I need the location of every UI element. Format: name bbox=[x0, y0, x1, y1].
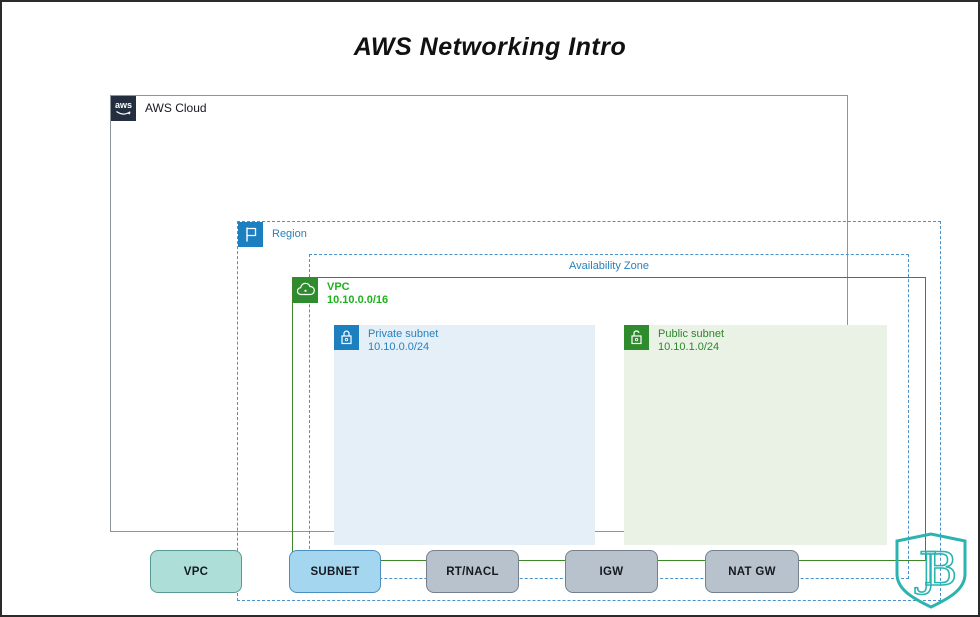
private-subnet-lock-icon bbox=[334, 325, 359, 350]
public-subnet-cidr: 10.10.1.0/24 bbox=[658, 341, 720, 353]
vpc-cloud-icon bbox=[293, 278, 318, 303]
svg-text:aws: aws bbox=[115, 100, 132, 110]
igw-button[interactable]: IGW bbox=[565, 550, 658, 593]
private-subnet-header: Private subnet 10.10.0.0/24 bbox=[334, 325, 438, 354]
aws-cloud-container: aws AWS Cloud Region Availabil bbox=[110, 95, 941, 601]
aws-cloud-label: AWS Cloud bbox=[145, 101, 207, 115]
aws-cloud-header: aws AWS Cloud bbox=[111, 96, 207, 121]
brand-shield-logo: JB bbox=[893, 529, 969, 611]
public-subnet-labels: Public subnet 10.10.1.0/24 bbox=[658, 325, 724, 354]
subnet-button[interactable]: SUBNET bbox=[289, 550, 381, 593]
region-container: Region bbox=[237, 221, 941, 601]
vpc-label: VPC bbox=[327, 281, 350, 293]
shield-outline-icon bbox=[895, 532, 967, 609]
region-flag-icon bbox=[238, 222, 263, 247]
vpc-labels: VPC 10.10.0.0/16 bbox=[327, 278, 388, 307]
vpc-cidr: 10.10.0.0/16 bbox=[327, 294, 389, 306]
rt-nacl-button[interactable]: RT/NACL bbox=[426, 550, 519, 593]
region-label: Region bbox=[272, 228, 307, 240]
logo-monogram: JB bbox=[915, 542, 954, 596]
public-subnet-container: Public subnet 10.10.1.0/24 bbox=[624, 325, 887, 545]
private-subnet-labels: Private subnet 10.10.0.0/24 bbox=[368, 325, 438, 354]
nat-gw-button[interactable]: NAT GW bbox=[705, 550, 799, 593]
private-subnet-label: Private subnet bbox=[368, 328, 439, 340]
private-subnet-cidr: 10.10.0.0/24 bbox=[368, 341, 430, 353]
vpc-container: VPC 10.10.0.0/16 Private subnet bbox=[292, 277, 926, 561]
region-header: Region bbox=[238, 222, 307, 247]
public-subnet-open-lock-icon bbox=[624, 325, 649, 350]
availability-zone-label: Availability Zone bbox=[569, 260, 649, 272]
vpc-button[interactable]: VPC bbox=[150, 550, 242, 593]
public-subnet-label: Public subnet bbox=[658, 328, 725, 340]
page-title: AWS Networking Intro bbox=[353, 33, 627, 61]
aws-cloud-icon: aws bbox=[111, 96, 136, 121]
vpc-header: VPC 10.10.0.0/16 bbox=[293, 278, 388, 307]
public-subnet-header: Public subnet 10.10.1.0/24 bbox=[624, 325, 724, 354]
private-subnet-container: Private subnet 10.10.0.0/24 bbox=[334, 325, 595, 545]
